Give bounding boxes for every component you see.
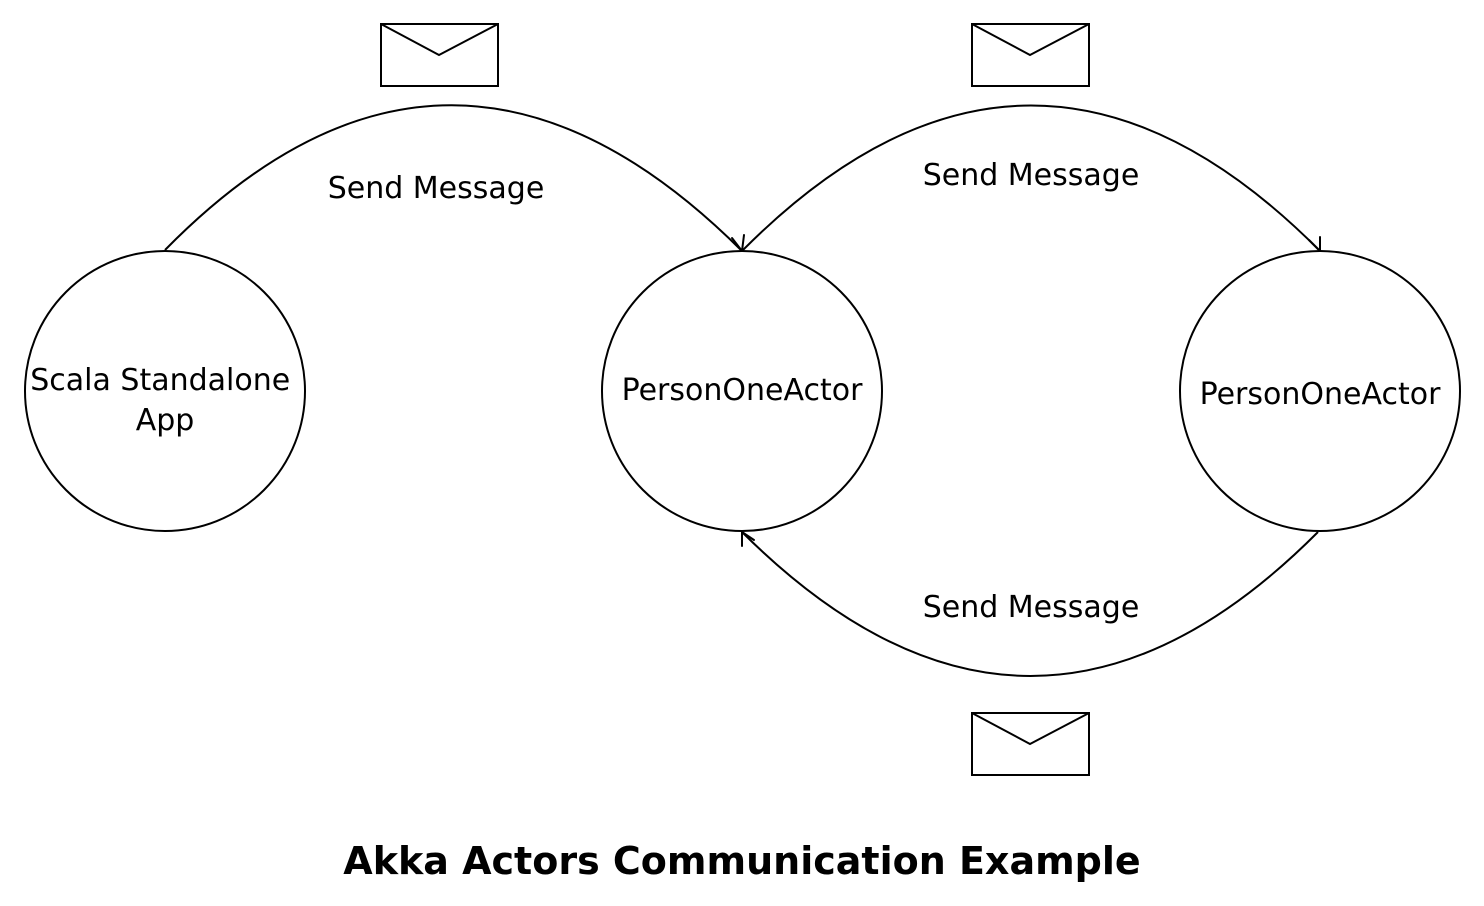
- node-scala-standalone-app: Scala Standalone App: [24, 250, 306, 532]
- envelope-icon: [971, 23, 1090, 87]
- edge-label-actor-a-to-actor-b: Send Message: [923, 158, 1140, 193]
- envelope-icon: [971, 712, 1090, 776]
- envelope-icon: [380, 23, 499, 87]
- diagram-caption: Akka Actors Communication Example: [343, 839, 1140, 883]
- arrow-head-actor-a-to-actor-b: [1308, 236, 1321, 252]
- node-label-line: Scala Standalone: [30, 363, 290, 398]
- edge-path-actor-b-to-actor-a: [741, 531, 1319, 677]
- node-label-line: PersonOneActor: [622, 373, 864, 408]
- svg-text:PersonOneActor: PersonOneActor: [1200, 377, 1442, 412]
- edge-actor-a-to-actor-b: Send Message: [741, 23, 1321, 252]
- node-person-one-actor-b: PersonOneActor: [1179, 250, 1461, 532]
- node-person-one-actor-a: PersonOneActor: [601, 250, 883, 532]
- node-label-line: App: [136, 403, 195, 438]
- edge-label-app-to-actor-a: Send Message: [328, 171, 545, 206]
- edge-label-actor-b-to-actor-a: Send Message: [923, 590, 1140, 625]
- edge-actor-b-to-actor-a: Send Message: [741, 531, 1319, 776]
- edge-app-to-actor-a: Send Message: [164, 23, 745, 252]
- edge-path-app-to-actor-a: [164, 104, 743, 252]
- svg-text:PersonOneActor: PersonOneActor: [622, 373, 864, 408]
- svg-text:Scala Standalone App: Scala Standalone App: [30, 363, 300, 438]
- node-label-line: PersonOneActor: [1200, 377, 1442, 412]
- edge-path-actor-a-to-actor-b: [741, 104, 1321, 252]
